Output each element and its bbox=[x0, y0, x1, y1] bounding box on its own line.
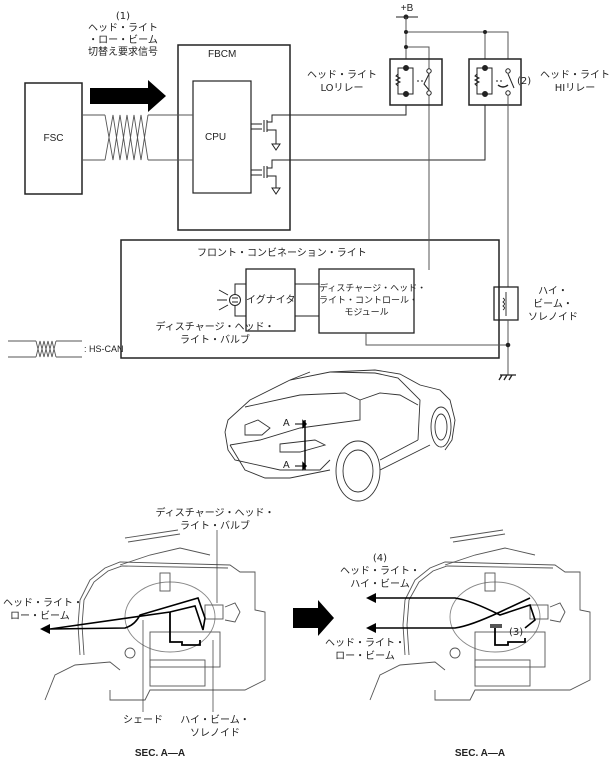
fbcm-label: FBCM bbox=[208, 49, 237, 60]
hi-relay-label-line2: HIリレー bbox=[554, 83, 596, 94]
high-beam-label-line2: ハイ・ビーム bbox=[350, 579, 410, 590]
section-left-beam-paths bbox=[49, 597, 206, 646]
signal-callout-line2: ・ロー・ビーム bbox=[88, 35, 158, 46]
high-beam-label-line1: ヘッド・ライト・ bbox=[340, 566, 420, 577]
cpu-block bbox=[192, 80, 252, 194]
hi-relay-callout: (2) bbox=[517, 76, 532, 87]
left-bulb-label-line1: ディスチャージ・ヘッド・ bbox=[155, 508, 275, 519]
fsc-label: FSC bbox=[43, 133, 64, 144]
solenoid-label-line2: ビーム・ bbox=[533, 299, 573, 310]
section-right-headlamp bbox=[369, 529, 591, 701]
lo-relay-label-line1: ヘッド・ライト bbox=[307, 70, 377, 81]
solenoid-label-line1: ハイ・ bbox=[538, 286, 568, 297]
signal-arrow-icon bbox=[90, 80, 166, 112]
hi-beam-solenoid-icon bbox=[493, 286, 519, 321]
section-right-beam-paths bbox=[375, 597, 536, 646]
ground-icon bbox=[498, 374, 516, 381]
solenoid-label-line3: ソレノイド bbox=[528, 312, 578, 323]
vehicle-illustration bbox=[224, 369, 456, 502]
left-low-beam-label-line1: ヘッド・ライト・ bbox=[3, 598, 83, 609]
discharge-bulb-icon bbox=[217, 283, 246, 317]
hs-can-bus bbox=[82, 114, 193, 161]
igniter-block bbox=[245, 268, 296, 332]
igniter-label: イグナイタ bbox=[246, 295, 296, 306]
signal-callout-number: (1) bbox=[115, 11, 131, 22]
cpu-label: CPU bbox=[205, 132, 227, 143]
control-module-label-line3: モジュール bbox=[344, 308, 389, 318]
hi-relay bbox=[468, 58, 522, 106]
fbcm-block bbox=[177, 44, 291, 231]
left-bulb-label-line2: ライト・バルブ bbox=[180, 521, 250, 532]
signal-callout-line3: 切替え要求信号 bbox=[88, 47, 158, 58]
left-solenoid-label-line1: ハイ・ビーム・ bbox=[180, 715, 250, 726]
solenoid-callout: (3) bbox=[509, 627, 524, 638]
control-module-label-line2: ライト・コントロール・ bbox=[319, 296, 419, 306]
transition-arrow-icon bbox=[293, 600, 334, 636]
transistor-lo bbox=[251, 114, 300, 151]
signal-callout-line1: ヘッド・ライト bbox=[88, 23, 158, 34]
bulb-label-line2: ライト・バルブ bbox=[180, 335, 250, 346]
section-line-a bbox=[295, 419, 307, 471]
transistor-hi bbox=[251, 159, 300, 195]
hs-can-legend-icon bbox=[8, 340, 82, 358]
hi-relay-label-line1: ヘッド・ライト bbox=[540, 70, 610, 81]
fsc-block bbox=[24, 82, 83, 195]
power-label: +B bbox=[400, 3, 414, 14]
left-solenoid-label-line2: ソレノイド bbox=[190, 728, 240, 739]
hs-can-legend-label: : HS-CAN bbox=[84, 344, 124, 354]
bulb-label-line1: ディスチャージ・ヘッド・ bbox=[155, 322, 275, 333]
right-low-beam-label-line1: ヘッド・ライト・ bbox=[325, 638, 405, 649]
high-beam-callout-number: (4) bbox=[372, 553, 388, 564]
section-marker-bottom: A bbox=[283, 460, 290, 471]
shade-label: シェード bbox=[123, 715, 163, 726]
low-beam-arrow-left-icon bbox=[40, 624, 50, 634]
left-section-caption: SEC. A—A bbox=[134, 748, 186, 759]
front-combination-light-label: フロント・コンビネーション・ライト bbox=[197, 248, 367, 259]
control-module-label-line1: ディスチャージ・ヘッド・ bbox=[319, 284, 427, 294]
front-combination-light-block bbox=[120, 239, 500, 359]
left-low-beam-label-line2: ロー・ビーム bbox=[10, 611, 70, 622]
high-beam-arrow-icon bbox=[366, 593, 376, 603]
low-beam-arrow-right-icon bbox=[366, 623, 376, 633]
right-low-beam-label-line2: ロー・ビーム bbox=[335, 651, 395, 662]
right-section-caption: SEC. A—A bbox=[454, 748, 506, 759]
section-marker-top: A bbox=[283, 418, 290, 429]
lo-relay-label-line2: LOリレー bbox=[320, 83, 364, 94]
section-left-headlamp bbox=[44, 529, 266, 701]
lo-relay bbox=[389, 58, 443, 106]
